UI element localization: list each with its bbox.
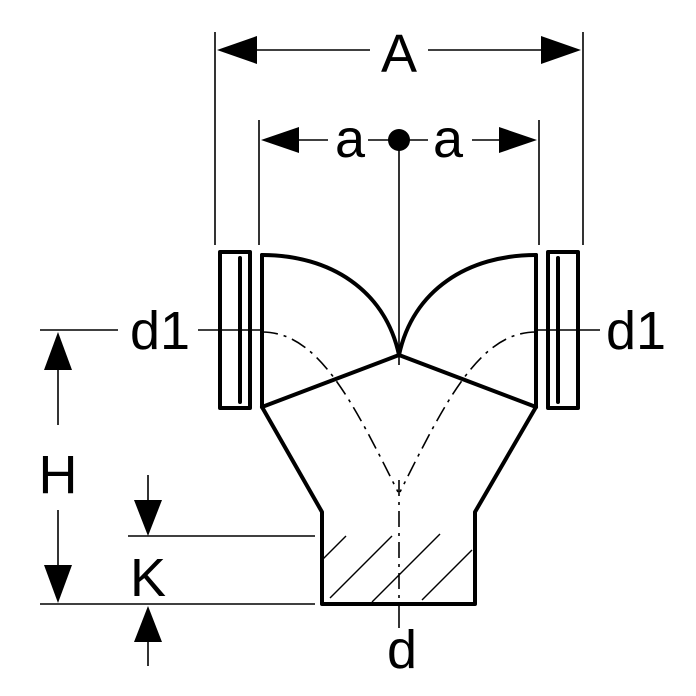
label-h: H	[39, 445, 78, 505]
center-lines	[261, 331, 537, 628]
right-outer-arc	[397, 253, 538, 357]
dimension-k: K	[128, 475, 315, 666]
label-d1-left: d1	[130, 301, 190, 361]
right-branch-centerline	[399, 331, 537, 493]
outlet-hatching	[321, 533, 473, 603]
arrow-right-icon	[541, 36, 581, 64]
arrow-down-icon	[44, 565, 72, 603]
dimension-d1: d1 d1	[40, 301, 666, 361]
label-a-half-right: a	[433, 109, 464, 169]
dimension-a-half: a a	[258, 109, 540, 365]
arrow-left-icon	[217, 36, 257, 64]
arrow-right-icon	[499, 127, 537, 153]
hatch-line	[329, 535, 393, 599]
hatch-line	[321, 535, 347, 561]
label-a-half-left: a	[335, 109, 366, 169]
dimension-a-overall: A	[214, 24, 584, 245]
label-k: K	[130, 548, 166, 608]
hatch-line	[421, 549, 473, 601]
label-a-overall: A	[381, 24, 417, 84]
left-outer-arc	[260, 253, 401, 357]
hatch-line	[371, 533, 441, 603]
left-socket-ring	[218, 250, 252, 410]
label-d: d	[387, 620, 417, 680]
right-seam-line	[397, 353, 538, 409]
arrow-up-icon	[134, 606, 162, 642]
label-d1-right: d1	[606, 301, 666, 361]
dimension-h: H	[39, 332, 315, 605]
left-branch-centerline	[261, 331, 399, 493]
arrow-up-icon	[44, 332, 72, 370]
arrow-down-icon	[134, 500, 162, 536]
right-socket-ring	[546, 250, 580, 410]
arrow-left-icon	[261, 127, 299, 153]
left-seam-line	[260, 353, 401, 409]
